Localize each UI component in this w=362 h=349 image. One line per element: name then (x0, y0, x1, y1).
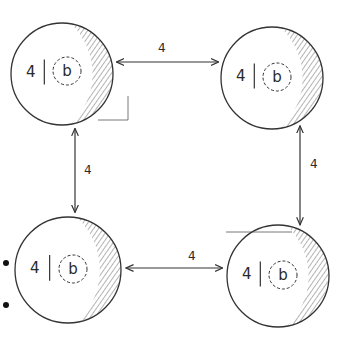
node-letter: b (62, 63, 72, 80)
dashed-circle (59, 255, 87, 283)
dashed-circle (269, 261, 297, 289)
edge-label: 4 (308, 158, 320, 171)
node-number: 4 (30, 260, 40, 277)
divider-stroke (44, 59, 45, 84)
dashed-circle-node: b (58, 254, 88, 284)
node-number: 4 (26, 64, 36, 81)
edge-label: 4 (82, 164, 94, 177)
circle-node: 4b (220, 26, 324, 130)
circle-node: 4b (14, 216, 122, 324)
bullet-dot (3, 302, 9, 308)
circle-outline (221, 27, 323, 129)
node-letter: b (272, 69, 282, 86)
node-number: 4 (242, 266, 252, 283)
bullet-dot (3, 260, 9, 266)
dashed-circle-node: b (52, 56, 82, 86)
dashed-circle (263, 63, 291, 91)
divider-stroke (260, 261, 261, 286)
circle-outline (11, 23, 113, 125)
circle-node: 4b (10, 22, 114, 126)
circle-outline (227, 225, 329, 327)
double-arrow (126, 267, 223, 268)
dashed-circle-node: b (268, 260, 298, 290)
double-arrow (117, 61, 219, 62)
node-letter: b (68, 261, 78, 278)
divider-stroke (49, 255, 50, 281)
edge-label: 4 (186, 250, 198, 263)
node-number: 4 (236, 68, 246, 85)
edge-label: 4 (156, 42, 168, 55)
circle-node: 4b (226, 224, 330, 328)
dashed-circle (53, 57, 81, 85)
sketch-corner (226, 232, 292, 233)
dashed-circle-node: b (262, 62, 292, 92)
node-letter: b (278, 267, 288, 284)
divider-stroke (254, 63, 255, 88)
double-arrow (74, 128, 75, 212)
double-arrow (299, 126, 300, 225)
circle-outline (15, 217, 121, 323)
